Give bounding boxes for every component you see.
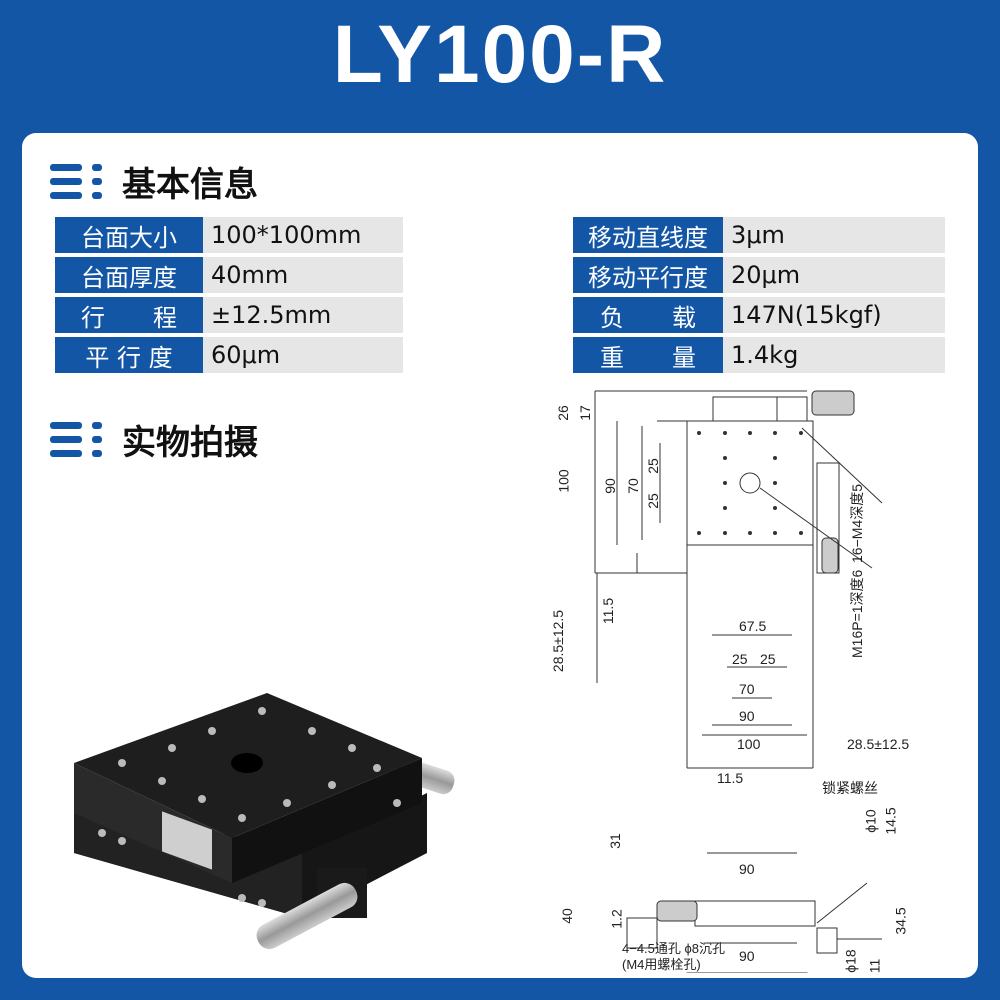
dim-label: 67.5 — [739, 618, 767, 634]
dim-label: 70 — [739, 681, 755, 697]
dim-label: ϕ18 — [842, 949, 859, 973]
dim-label: 90 — [739, 861, 755, 877]
dim-label: 11 — [866, 958, 883, 974]
dim-label: 40 — [558, 908, 575, 924]
spec-value: 40mm — [203, 257, 403, 293]
dim-label: 25 — [760, 651, 776, 667]
dim-label: 34.5 — [892, 907, 909, 935]
product-photo — [74, 693, 455, 950]
photo-title: 实物拍摄 — [122, 423, 258, 463]
drawing-labels: 26 17 100 90 70 25 25 11.5 28.5±12.5 67.… — [547, 383, 967, 973]
spec-value: 60μm — [203, 337, 403, 373]
spec-label: 移动平行度 — [573, 257, 723, 293]
dim-label: 25 — [732, 651, 748, 667]
dim-label: 70 — [624, 478, 641, 494]
list-icon — [50, 160, 108, 204]
spec-label: 行 程 — [55, 297, 203, 333]
spec-value: 147N(15kgf) — [723, 297, 945, 333]
dim-label: 26 — [554, 405, 571, 421]
dim-label: 31 — [606, 833, 623, 849]
dim-label: 90 — [601, 478, 618, 494]
dim-label: 28.5±12.5 — [550, 609, 567, 673]
dim-label: 1.2 — [608, 909, 625, 929]
dim-label: 17 — [576, 405, 593, 421]
dim-label: ϕ10 — [862, 809, 879, 833]
spec-label: 移动直线度 — [573, 217, 723, 253]
spec-value: 20μm — [723, 257, 945, 293]
list-icon — [50, 418, 108, 462]
dim-label: 100 — [737, 736, 761, 752]
hole-note-line: 4−4.5通孔 ϕ8沉孔 — [622, 941, 726, 956]
spec-label: 负 载 — [573, 297, 723, 333]
page-title: LY100-R — [332, 9, 668, 100]
photo-header: 实物拍摄 — [50, 415, 258, 464]
dim-label: 90 — [739, 948, 755, 964]
dim-label: 25 — [644, 458, 661, 474]
hole-note-line: (M4用螺栓孔) — [622, 957, 701, 972]
spec-value: ±12.5mm — [203, 297, 403, 333]
technical-drawing — [594, 390, 883, 973]
tap-note: 16−M4深度5 — [849, 484, 865, 563]
spec-label: 台面大小 — [55, 217, 203, 253]
dim-label: 100 — [555, 469, 572, 493]
basic-info-title: 基本信息 — [122, 165, 258, 205]
micrometer-front — [256, 868, 367, 950]
tap-note: M16P=1深度6 — [849, 569, 865, 658]
spec-value: 100*100mm — [203, 217, 403, 253]
spec-row: 行 程±12.5mm — [55, 297, 403, 333]
spec-value: 1.4kg — [723, 337, 945, 373]
dim-label: 11.5 — [600, 597, 617, 625]
dim-label: 14.5 — [882, 807, 899, 835]
spec-label: 重 量 — [573, 337, 723, 373]
dim-label: 25 — [644, 493, 661, 509]
basic-info-header: 基本信息 — [50, 157, 258, 206]
hole-note: 4−4.5通孔 ϕ8沉孔 (M4用螺栓孔) — [622, 941, 725, 973]
dim-label: 90 — [739, 708, 755, 724]
dim-label: 28.5±12.5 — [847, 736, 910, 752]
dim-label: 11.5 — [717, 770, 744, 786]
spec-value: 3μm — [723, 217, 945, 253]
lock-screw-label: 锁紧螺丝 — [822, 780, 878, 796]
spec-label: 平 行 度 — [55, 337, 203, 373]
spec-label: 台面厚度 — [55, 257, 203, 293]
